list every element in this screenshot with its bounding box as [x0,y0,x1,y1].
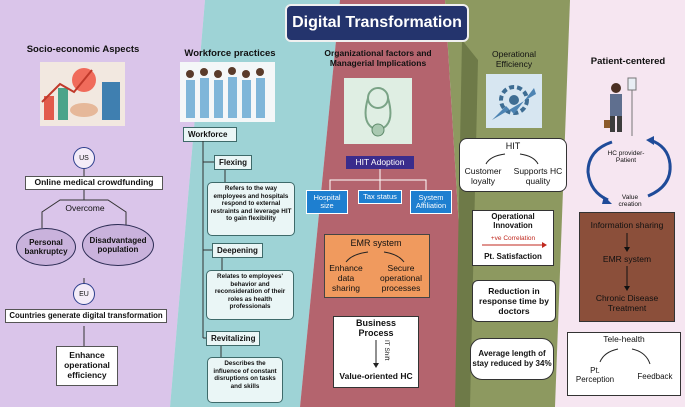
business-process-label: Business Process [355,318,397,339]
telehealth-label: Tele-health [603,334,645,344]
enhance-data-label: Enhance data sharing [329,263,363,293]
pt-perception-label: Pt. Perception [575,366,615,385]
revitalizing-description: Describes the influence of constant disr… [207,357,283,403]
hit-box [459,138,567,192]
workforce-illustration [180,62,275,122]
personal-bankruptcy-oval: Personal bankruptcy [16,228,76,266]
telehealth-box [567,332,681,396]
workforce-heading: Workforce practices [184,48,276,59]
pt-satisfaction-label: Pt. Satisfaction [484,252,542,261]
stethoscope-illustration [344,78,412,144]
deepening-description: Relates to employees' behavior and recon… [206,270,294,320]
overcome-label: Overcome [65,203,105,213]
it-shift-label: IT Shift [383,340,390,361]
hospital-size-tag: Hospital size [306,190,348,214]
value-creation-label: Value creation [618,194,642,209]
disadvantaged-oval: Disadvantaged population [82,224,154,266]
revitalizing-label: Revitalizing [206,331,261,346]
socio-illustration [40,62,125,126]
reduction-box: Reduction in response time by doctors [472,280,556,322]
org-heading: Organizational factors and Managerial Im… [324,48,432,68]
patient-heading: Patient-centered [590,56,666,67]
eu-circle: EU [73,283,95,305]
enhance-efficiency-box: Enhance operational efficiency [56,346,118,386]
crowdfunding-box: Online medical crowdfunding [25,176,163,190]
patient-illustration [604,77,637,136]
operational-heading: Operational Efficiency [492,49,536,69]
us-circle: US [73,147,95,169]
operational-panel-edge [455,40,478,407]
info-sharing-label: Information sharing [590,220,664,230]
hit-label: HIT [505,141,521,151]
op-innovation-label: Operational Innovation [491,212,535,230]
operational-illustration [486,74,542,128]
ve-correlation-label: +ve Correlation [490,235,536,242]
emr-system-patient-label: EMR system [602,254,652,264]
supports-quality-label: Supports HC quality [513,166,563,186]
emr-system-label: EMR system [350,238,402,248]
tax-status-tag: Tax status [358,190,402,204]
page-title: Digital Transformation [285,4,469,42]
feedback-label: Feedback [637,372,673,381]
hit-adoption-label: HIT Adoption [346,156,414,169]
customer-loyalty-label: Customer loyalty [464,166,502,186]
workforce-label: Workforce [183,127,237,142]
flexing-label: Flexing [214,155,253,170]
socio-heading: Socio-economic Aspects [26,44,140,55]
value-oriented-label: Value-oriented HC [339,371,413,381]
emr-box [324,234,430,298]
secure-ops-label: Secure operational processes [379,263,423,293]
chronic-label: Chronic Disease Treatment [595,293,659,313]
hc-provider-label: HC provider-Patient [607,150,645,165]
avg-stay-box: Average length of stay reduced by 34% [470,338,554,380]
flexing-description: Refers to the way employees and hospital… [207,182,295,236]
op-innovation-box [472,210,554,266]
system-affiliation-tag: System Affiliation [410,190,452,214]
deepening-label: Deepening [212,243,263,258]
countries-box: Countries generate digital transformatio… [5,309,167,323]
